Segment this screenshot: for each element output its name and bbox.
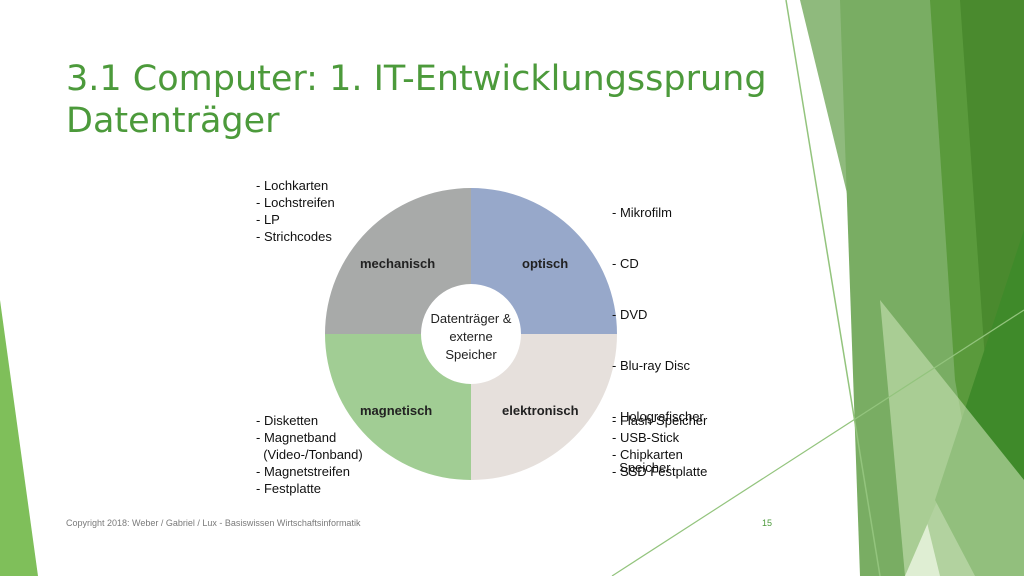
center-label-line-1: Datenträger &	[430, 311, 512, 326]
segment-label-elektronisch: elektronisch	[502, 403, 579, 418]
page-number: 15	[762, 518, 773, 528]
slide-title-line-2: Datenträger	[66, 101, 280, 141]
list-optisch: - Mikrofilm - CD - DVD - Blu-ray Disc - …	[612, 170, 704, 510]
list-item: - Blu-ray Disc	[612, 358, 691, 373]
segment-label-optisch: optisch	[522, 256, 569, 271]
slide-title-line-1: 3.1 Computer: 1. IT-Entwicklungssprung	[66, 59, 767, 99]
list-item: (Video-/Tonband)	[256, 447, 363, 462]
left-corner-shape	[0, 300, 38, 576]
slide-title: 3.1 Computer: 1. IT-Entwicklungssprung D…	[66, 58, 767, 142]
center-label-line-3: Speicher	[445, 347, 497, 362]
list-elektronisch: - Flash-Speicher - USB-Stick - Chipkarte…	[612, 412, 707, 480]
list-item: - Strichcodes	[256, 229, 332, 244]
list-item: - Magnetstreifen	[256, 464, 350, 479]
footer-copyright: Copyright 2018: Weber / Gabriel / Lux - …	[66, 518, 361, 528]
storage-diagram: mechanisch optisch magnetisch elektronis…	[250, 168, 750, 498]
segment-label-mechanisch: mechanisch	[360, 256, 436, 271]
list-item: - CD	[612, 256, 639, 271]
list-item: - Lochkarten	[256, 178, 329, 193]
list-item: - Magnetband	[256, 430, 337, 445]
list-item: - Flash-Speicher	[612, 413, 708, 428]
list-item: Speicher	[612, 460, 671, 475]
quadrant-ring	[325, 188, 617, 480]
list-item: - Mikrofilm	[612, 205, 672, 220]
segment-label-magnetisch: magnetisch	[360, 403, 433, 418]
segment-magnetisch	[325, 334, 471, 480]
list-magnetisch: - Disketten - Magnetband (Video-/Tonband…	[256, 412, 363, 497]
right-shape-light	[880, 300, 1024, 576]
segment-mechanisch	[325, 188, 471, 334]
deco-line-1	[785, 0, 881, 576]
list-item: - Festplatte	[256, 481, 322, 496]
list-item: - Chipkarten	[612, 447, 683, 462]
list-item: - Holografischer	[612, 409, 704, 424]
list-item: - LP	[256, 212, 280, 227]
deco-line-2	[611, 309, 1024, 576]
segment-elektronisch	[471, 334, 617, 480]
center-label-line-2: externe	[449, 329, 493, 344]
center-label: Datenträger & externe Speicher	[421, 310, 521, 364]
segment-optisch	[471, 188, 617, 334]
list-item: - Lochstreifen	[256, 195, 335, 210]
list-mechanisch: - Lochkarten - Lochstreifen - LP - Stric…	[256, 177, 335, 245]
list-item: - DVD	[612, 307, 648, 322]
list-item: - SSD Festplatte	[612, 464, 708, 479]
list-item: - Disketten	[256, 413, 319, 428]
list-item: - USB-Stick	[612, 430, 680, 445]
